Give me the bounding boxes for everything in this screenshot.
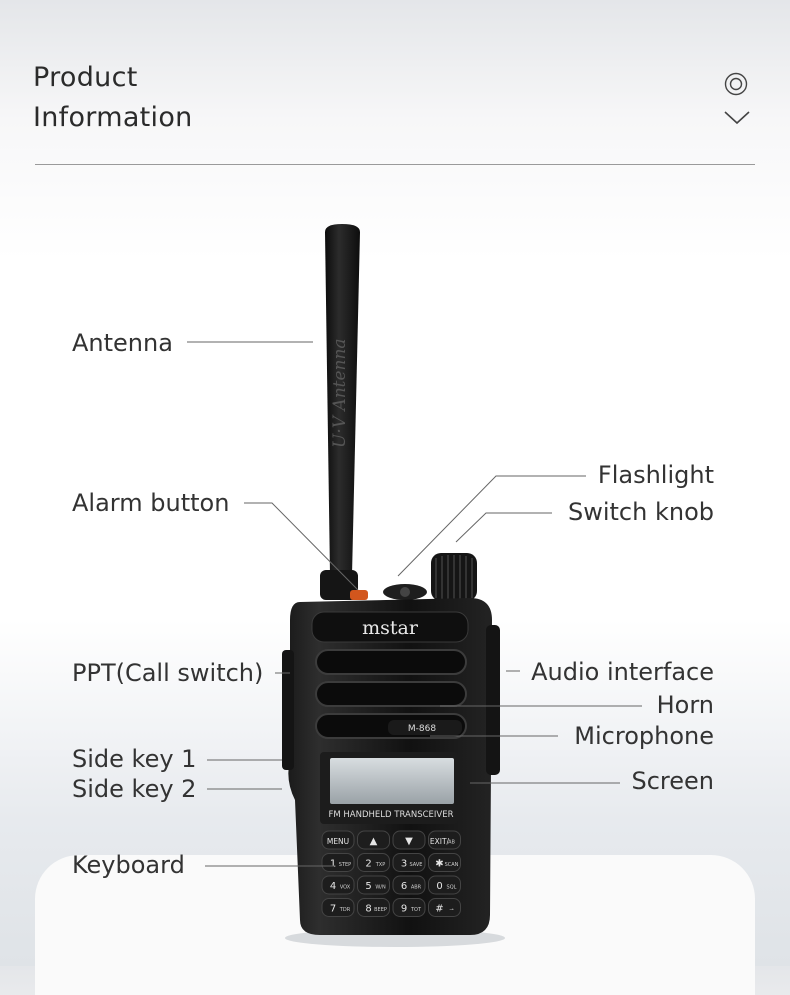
screen-caption: FM HANDHELD TRANSCEIVER <box>328 810 453 820</box>
keypad-key-label: 0 <box>436 881 442 892</box>
label-audio-interface: Audio interface <box>531 658 714 686</box>
keypad-key-label: EXIT/ <box>430 837 450 846</box>
flashlight-line <box>397 475 586 577</box>
model-label: M-868 <box>408 724 436 734</box>
label-keyboard: Keyboard <box>72 851 185 879</box>
keypad-key[interactable]: MENU <box>321 830 355 850</box>
label-ppt: PPT(Call switch) <box>72 659 264 687</box>
keypad-key-label: 8 <box>365 904 371 915</box>
keypad-key[interactable]: 0 SQL <box>428 875 461 895</box>
antenna-text: U·V Antenna <box>330 338 350 448</box>
keypad-key-sublabel: W/N <box>375 885 386 891</box>
switch-knob-line <box>455 512 552 543</box>
page-title: Product Information <box>33 58 193 138</box>
keypad-key-sublabel: AB <box>448 840 455 846</box>
keypad-key-sublabel: VOX <box>340 885 351 891</box>
keypad-key-label: 6 <box>401 881 407 892</box>
keypad-key-label: 2 <box>365 859 371 870</box>
keypad-key[interactable]: ▲ <box>357 830 390 850</box>
keypad-key-label: ✱ <box>435 859 443 870</box>
keypad-key-label: 3 <box>401 859 407 870</box>
keypad-key-label: 1 <box>330 859 336 870</box>
keypad-key-label: ▲ <box>370 836 378 847</box>
keypad-key[interactable]: EXIT/AB <box>428 830 461 850</box>
keypad-key-sublabel: SAVE <box>410 862 423 868</box>
label-screen: Screen <box>631 767 714 795</box>
label-switch-knob: Switch knob <box>567 498 714 526</box>
label-antenna: Antenna <box>72 329 173 357</box>
keypad-key[interactable]: #⊸ <box>428 898 461 917</box>
title-line-1: Product <box>33 62 138 93</box>
keypad-key[interactable]: 4 VOX <box>321 875 355 895</box>
brand-logo: mstar <box>362 617 419 639</box>
target-icon[interactable] <box>724 72 748 96</box>
label-horn: Horn <box>656 691 714 719</box>
keypad-key-sublabel: SCAN <box>445 862 459 868</box>
leader-lines <box>187 341 642 867</box>
keypad-key-sublabel: ⊸ <box>449 907 453 913</box>
alarm-line <box>244 502 359 591</box>
keypad-key[interactable]: ▼ <box>392 830 426 850</box>
keypad-key-label: MENU <box>327 837 349 846</box>
keypad-key-sublabel: TDR <box>339 907 351 913</box>
keypad-key[interactable]: ✱SCAN <box>428 853 461 872</box>
header-divider <box>35 164 755 165</box>
keypad-key-sublabel: TOT <box>410 907 422 913</box>
keypad-key-sublabel: ABR <box>411 885 422 891</box>
keypad-key-label: # <box>435 904 443 915</box>
label-alarm-button: Alarm button <box>72 489 230 517</box>
keypad-key-sublabel: BEEP <box>374 907 387 913</box>
keypad-key-sublabel: TXP <box>375 862 386 868</box>
label-microphone: Microphone <box>574 722 714 750</box>
keypad-key-label: ▼ <box>405 836 413 847</box>
keypad-key[interactable]: 2 TXP <box>357 853 390 872</box>
keypad-key-sublabel: STEP <box>339 862 351 868</box>
chevron-down-icon[interactable] <box>724 108 750 126</box>
keypad-key-label: 7 <box>330 904 336 915</box>
label-flashlight: Flashlight <box>597 461 714 489</box>
title-line-2: Information <box>33 102 193 133</box>
label-side-key-2: Side key 2 <box>72 775 197 803</box>
radio-image: U·V Antenna mstar M-868 FM HANDHELD TRAN… <box>282 224 505 947</box>
keypad-key[interactable]: 6 ABR <box>392 875 426 895</box>
keypad-key[interactable]: 5 W/N <box>357 875 390 895</box>
label-side-key-1: Side key 1 <box>72 745 197 773</box>
keypad-key-label: 4 <box>330 881 336 892</box>
keypad-key-label: 5 <box>365 881 371 892</box>
keypad-key-label: 9 <box>401 904 407 915</box>
keypad-key-sublabel: SQL <box>447 885 457 891</box>
